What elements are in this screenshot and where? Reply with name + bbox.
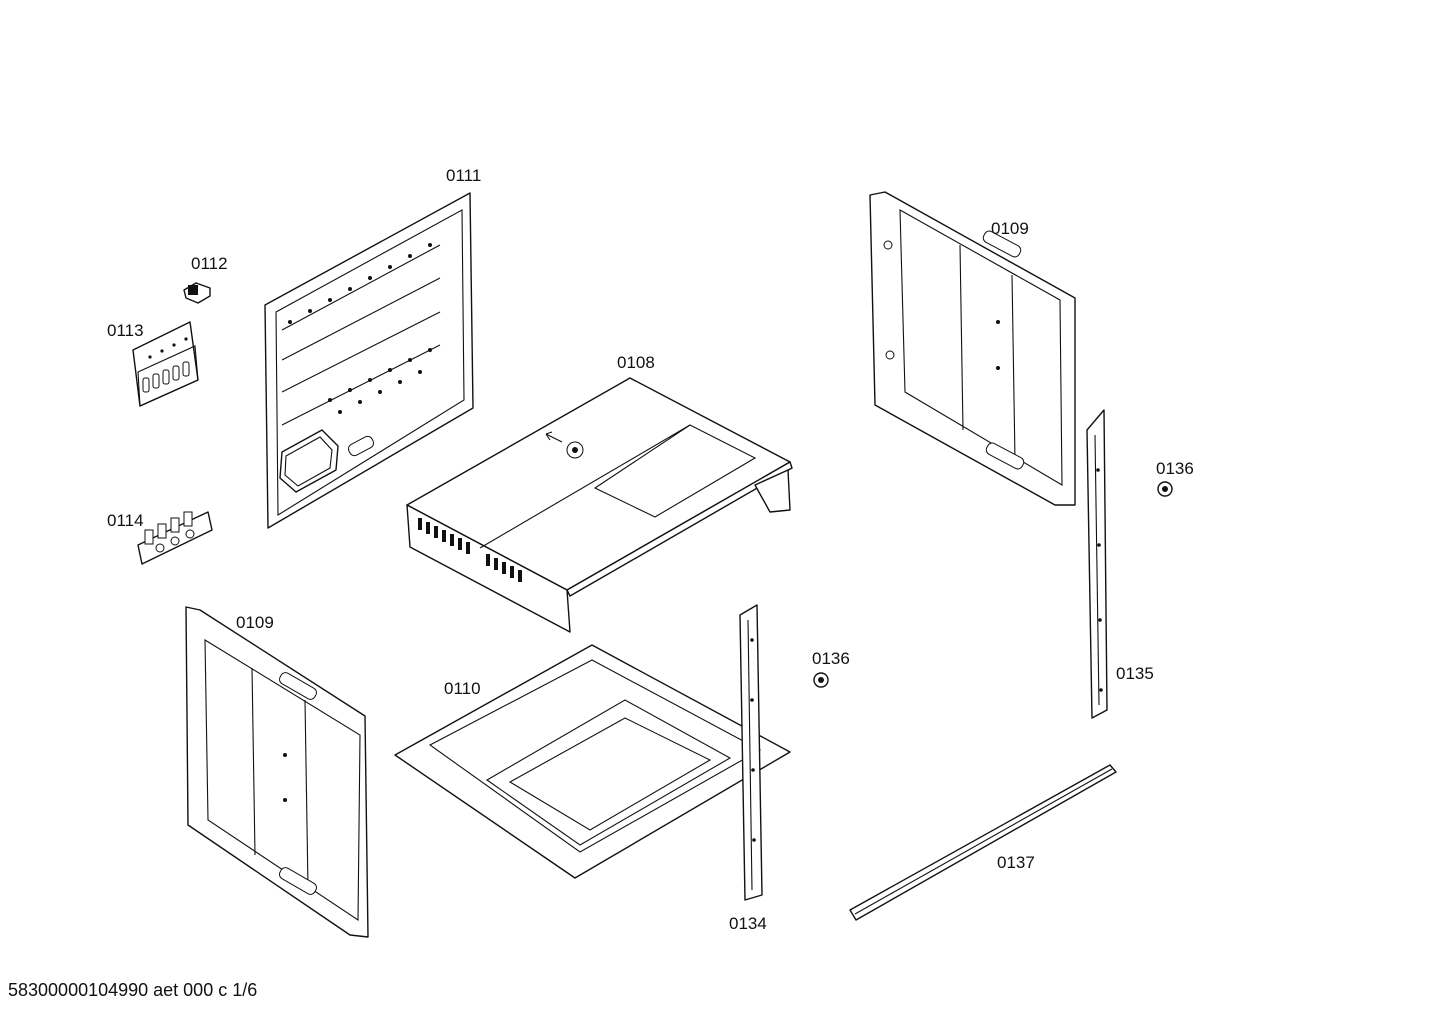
part-0108-top-cover <box>406 377 793 633</box>
part-0134-rail <box>739 604 763 901</box>
label-0136-right: 0136 <box>1156 459 1194 478</box>
part-0109-side-panel-right <box>869 191 1076 506</box>
label-0136-mid: 0136 <box>812 649 850 668</box>
part-0136-nut-right <box>1157 481 1173 497</box>
label-0112: 0112 <box>191 254 228 273</box>
label-0114: 0114 <box>107 511 144 530</box>
label-0135: 0135 <box>1116 664 1154 683</box>
label-0137: 0137 <box>997 853 1035 872</box>
part-0110-bottom-pan <box>394 644 791 879</box>
label-0134: 0134 <box>729 914 767 933</box>
part-0137-long-rail <box>849 764 1117 921</box>
part-0112-connector <box>183 282 211 304</box>
part-0113-terminal-bracket <box>132 321 199 407</box>
part-0136-nut-mid <box>813 672 829 688</box>
part-0111-back-panel <box>264 192 474 529</box>
label-0111: 0111 <box>446 166 482 185</box>
label-0113: 0113 <box>107 321 144 340</box>
label-0108: 0108 <box>617 353 655 372</box>
part-0114-terminal-block <box>137 511 213 565</box>
part-0135-rail <box>1086 409 1108 719</box>
label-0110: 0110 <box>444 679 481 698</box>
label-0109-bottom: 0109 <box>236 613 274 632</box>
label-0109-top: 0109 <box>991 219 1029 238</box>
part-0109-side-panel-left <box>185 606 369 938</box>
document-footer-id: 58300000104990 aet 000 c 1/6 <box>8 980 258 1000</box>
